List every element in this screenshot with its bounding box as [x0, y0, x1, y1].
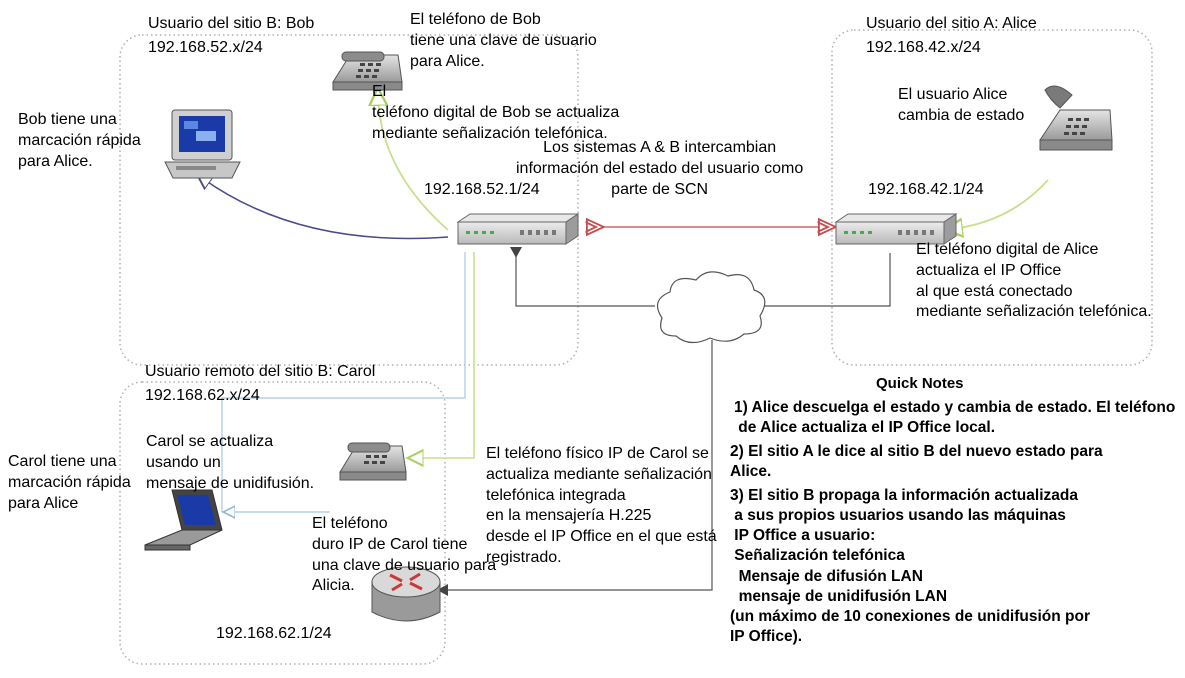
systems-exchange-label: Los sistemas A & B intercambian informac… [516, 139, 804, 198]
laptop-icon [144, 489, 223, 551]
site-b-system-ip: 192.168.52.1/24 [424, 181, 540, 198]
cloud-icon [656, 271, 766, 344]
site-a-zone [831, 29, 1153, 366]
desktop-computer-icon [164, 109, 241, 179]
quick-note-1: 1) Alice descuelga el estado y cambia de… [734, 399, 1176, 437]
remote-subnet: 192.168.62.x/24 [145, 387, 260, 404]
site-b-user-title: Usuario del sitio B: Bob [148, 15, 315, 32]
desk-phone-icon [332, 51, 403, 91]
site-a-subnet: 192.168.42.x/24 [866, 39, 981, 56]
carol-phone-key-label: El teléfono duro IP de Carol tiene una c… [312, 515, 497, 595]
router-icon [371, 566, 441, 622]
carol-phone-update-label: El teléfono físico IP de Carol se actual… [486, 445, 717, 566]
bob-switch-to-pc-link [202, 178, 449, 240]
cloud-to-router-link [437, 340, 713, 596]
network-switch-icon [834, 213, 958, 245]
bob-switch-to-carol-phone-link [414, 252, 475, 458]
bob-phone-update-label: El teléfono digital de Bob se actualiza … [372, 83, 620, 142]
quick-notes-title: Quick Notes [876, 375, 964, 392]
desk-phone-icon [339, 442, 407, 481]
alice-phone-update-label: El teléfono digital de Alice actualiza e… [916, 241, 1152, 321]
bob-switch-to-phone-link [378, 95, 449, 231]
network-switch-icon [456, 213, 580, 245]
switches-to-cloud-link [516, 253, 891, 307]
site-a-user-title: Usuario del sitio A: Alice [866, 15, 1037, 32]
remote-zone [119, 381, 446, 665]
remote-user-title: Usuario remoto del sitio B: Carol [145, 363, 376, 380]
quick-note-3: 3) El sitio B propaga la información act… [730, 487, 1090, 645]
quick-note-2: 2) El sitio A le dice al sitio B del nue… [730, 443, 1103, 481]
alice-change-label: El usuario Alice cambia de estado [898, 86, 1025, 124]
carol-speed-dial-label: Carol tiene una marcación rápida para Al… [8, 453, 131, 512]
bob-phone-key-label: El teléfono de Bob tiene una clave de us… [410, 11, 597, 70]
site-a-system-ip: 192.168.42.1/24 [868, 181, 984, 198]
desk-phone-icon [1039, 85, 1113, 151]
site-b-zone [119, 34, 579, 366]
remote-router-ip: 192.168.62.1/24 [216, 625, 332, 642]
bob-speed-dial-label: Bob tiene una marcación rápida para Alic… [18, 111, 141, 170]
alice-phone-to-switch-link [952, 179, 1049, 229]
carol-updated-label: Carol se actualiza usando un mensaje de … [146, 433, 315, 492]
site-b-subnet: 192.168.52.x/24 [148, 39, 263, 56]
